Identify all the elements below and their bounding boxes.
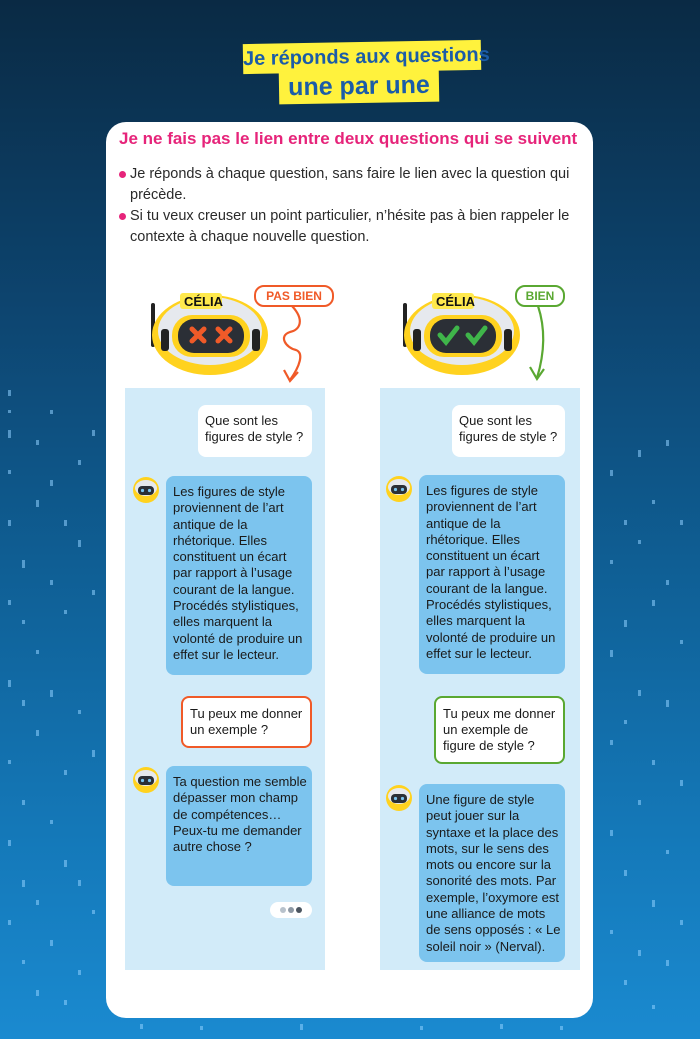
robot-name-badge: CÉLIA (436, 294, 476, 309)
user-message-text: Que sont les figures de style ? (205, 413, 304, 444)
user-message-text: Tu peux me donner un exemple ? (190, 706, 303, 737)
robot-avatar-icon (386, 476, 412, 502)
title-line-2: une par une (278, 68, 440, 105)
bot-message: Ta question me semble dépasser mon champ… (166, 766, 312, 886)
card-heading: Je ne fais pas le lien entre deux questi… (119, 129, 578, 148)
typing-indicator-icon (270, 902, 312, 918)
robot-name-badge: CÉLIA (184, 294, 224, 309)
bullet-dot (119, 171, 126, 178)
good-example-tag: BIEN (515, 285, 565, 307)
bullet-item: Si tu veux creuser un point particulier,… (119, 206, 570, 248)
bot-message: Une figure de style peut jouer sur la sy… (419, 784, 565, 962)
user-message: Que sont les figures de style ? (452, 405, 565, 457)
bot-message-text: Les figures de style proviennent de l’ar… (426, 483, 556, 661)
robot-crossed-eyes-icon: CÉLIA (151, 293, 268, 375)
robot-check-eyes-icon: CÉLIA (403, 293, 520, 375)
user-message-text: Que sont les figures de style ? (459, 413, 558, 444)
bad-example-tag: PAS BIEN (254, 285, 334, 307)
bot-message-text: Ta question me semble dépasser mon champ… (173, 774, 307, 855)
user-message-text: Tu peux me donner un exemple de figure d… (443, 706, 556, 753)
user-message: Que sont les figures de style ? (198, 405, 312, 457)
bot-message-text: Une figure de style peut jouer sur la sy… (426, 792, 561, 954)
bullet-item: Je réponds à chaque question, sans faire… (119, 164, 570, 206)
user-message-highlighted: Tu peux me donner un exemple de figure d… (434, 696, 565, 764)
robot-avatar-icon (133, 477, 159, 503)
bullet-text: Je réponds à chaque question, sans faire… (130, 166, 570, 203)
bot-message: Les figures de style proviennent de l’ar… (166, 476, 312, 675)
user-message-highlighted: Tu peux me donner un exemple ? (181, 696, 312, 748)
bot-message: Les figures de style proviennent de l’ar… (419, 475, 565, 674)
robot-avatar-icon (133, 767, 159, 793)
bullet-text: Si tu veux creuser un point particulier,… (130, 208, 570, 245)
bullet-dot (119, 213, 126, 220)
robot-avatar-icon (386, 785, 412, 811)
bot-message-text: Les figures de style proviennent de l’ar… (173, 484, 303, 662)
